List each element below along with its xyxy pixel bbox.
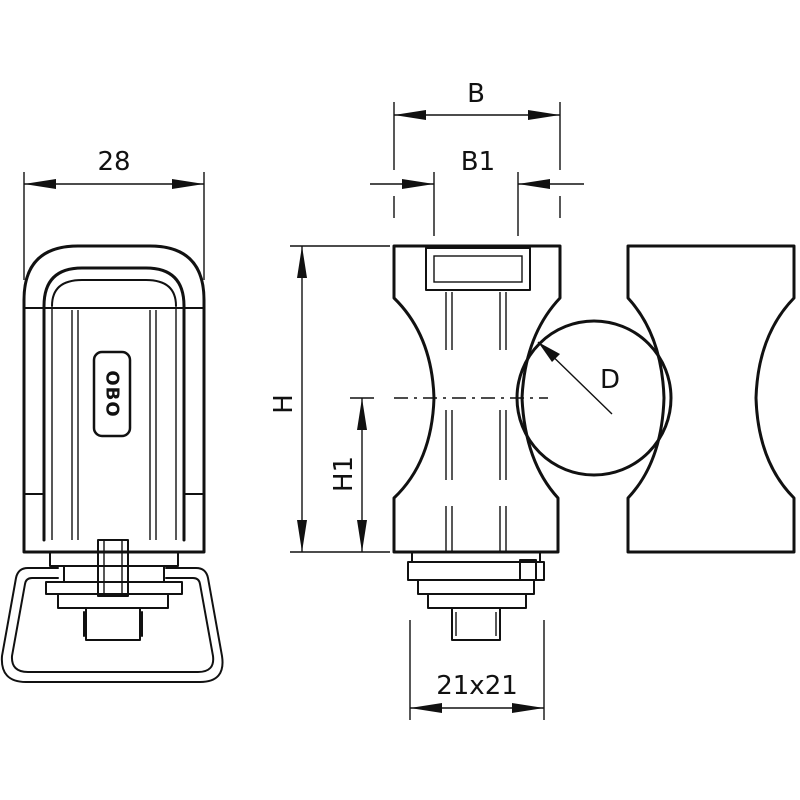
front-body-outline	[22, 244, 206, 554]
dim-28-arrow-right	[172, 179, 204, 189]
dim-H-label: H	[269, 394, 299, 414]
side-nut-tab	[519, 559, 537, 581]
front-nut	[63, 565, 165, 583]
dim-D-label: D	[600, 365, 620, 395]
dim-B1-label: B1	[461, 147, 495, 177]
front-spring-bail	[0, 567, 224, 683]
dim-D-arrow	[538, 342, 560, 362]
front-spring-bail-inner	[10, 577, 215, 673]
front-inner-frame	[42, 266, 186, 542]
dim-B-arrow-right	[528, 110, 560, 120]
side-top-slot	[425, 247, 531, 291]
dim-21x21-arrow-right	[512, 703, 544, 713]
side-view: D B B1 H	[269, 79, 796, 720]
dim-H-arrow-top	[297, 246, 307, 278]
front-washer-2	[57, 593, 169, 609]
side-round-conductor	[515, 319, 673, 477]
side-washer-2	[427, 593, 527, 609]
dim-28-label: 28	[97, 147, 130, 177]
front-bolt-head	[85, 607, 141, 641]
dim-21x21-arrow-left	[410, 703, 442, 713]
dim-B1-arrow-left	[402, 179, 434, 189]
dim-28-arrow-left	[24, 179, 56, 189]
dim-B1-arrow-right	[518, 179, 550, 189]
side-jaw-left-outline	[392, 244, 562, 554]
side-nut	[407, 561, 545, 581]
front-bolt-cap	[83, 611, 143, 637]
dim-B-label: B	[467, 79, 485, 109]
side-washer	[417, 579, 535, 595]
front-view: OBO 28	[0, 147, 224, 683]
dim-B-arrow-left	[394, 110, 426, 120]
obo-logo-text: OBO	[102, 370, 123, 417]
front-inner-frame-top	[51, 279, 177, 307]
side-top-slot-inner	[433, 255, 523, 283]
front-washer	[45, 581, 183, 595]
obo-logo: OBO	[92, 350, 132, 438]
dim-H-arrow-bottom	[297, 520, 307, 552]
dim-H1-arrow-top	[357, 398, 367, 430]
side-bolt-head	[451, 607, 501, 641]
dim-H1-label: H1	[329, 456, 359, 492]
front-bolt-stem	[97, 539, 129, 597]
side-jaw-right-outline	[626, 244, 796, 554]
dim-21x21-label: 21x21	[436, 671, 518, 701]
front-base-plate	[49, 551, 179, 567]
dim-H1-arrow-bottom	[357, 520, 367, 552]
